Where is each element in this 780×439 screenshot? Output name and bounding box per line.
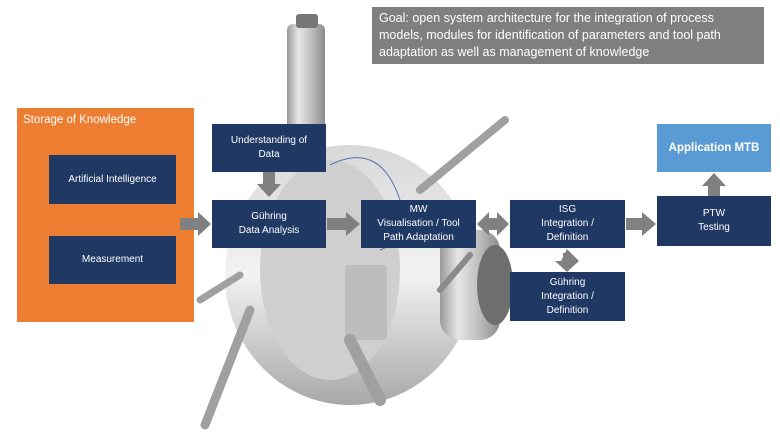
box-label: Measurement — [81, 254, 144, 265]
rod-left-middle — [196, 271, 244, 304]
box-label: Integration / — [541, 218, 594, 229]
rod-right — [437, 252, 473, 293]
goal-banner: Goal: open system architecture for the i… — [372, 7, 764, 64]
storage-of-knowledge-panel: Storage of Knowledge — [17, 108, 194, 322]
box-label: Data Analysis — [238, 225, 300, 236]
isg-integration-box: ISG Integration / Definition — [510, 200, 625, 248]
box-label: Testing — [698, 222, 730, 233]
mw-visualisation-box: MW Visualisation / Tool Path Adaptation — [361, 200, 476, 248]
guhring-integration-box: Gühring Integration / Definition — [510, 272, 625, 321]
rod-left-bottom — [200, 305, 255, 430]
right-opening-shape — [477, 245, 513, 325]
box-label: Understanding of — [230, 135, 308, 146]
arrow-right-icon — [180, 212, 211, 236]
arrow-right-icon — [626, 212, 656, 236]
goal-line: models, modules for identification of pa… — [379, 28, 721, 42]
box-label: Gühring — [251, 211, 287, 222]
rod-top-right — [416, 116, 509, 194]
goal-line: adaptation as well as management of know… — [379, 45, 650, 59]
box-label: Gühring — [549, 276, 586, 288]
box-label: Visualisation / Tool — [377, 218, 460, 229]
artificial-intelligence-box: Artificial Intelligence — [49, 155, 176, 204]
box-label: Definition — [546, 304, 589, 316]
arrow-up-icon — [702, 173, 726, 196]
box-label: Data — [258, 149, 280, 160]
box-label: MW — [409, 204, 428, 215]
box-label: Path Adaptation — [383, 232, 454, 243]
arrow-down-icon — [257, 172, 281, 197]
box-label: Application MTB — [668, 142, 760, 154]
measurement-box: Measurement — [49, 236, 176, 284]
arrow-double-vertical-stem — [563, 253, 571, 267]
spindle-cap-shape — [296, 14, 318, 28]
spiral-plate-shape — [345, 265, 387, 340]
understanding-of-data-box: Understanding of Data — [212, 124, 326, 172]
guhring-data-analysis-box: Gühring Data Analysis — [212, 200, 326, 248]
box-label: Integration / — [541, 290, 594, 302]
ptw-testing-box: PTW Testing — [657, 196, 771, 246]
box-label: PTW — [702, 208, 726, 219]
box-label: ISG — [558, 204, 577, 215]
box-label: Artificial Intelligence — [68, 173, 157, 185]
arrow-double-horizontal-icon — [477, 212, 509, 236]
spindle-shape — [287, 24, 325, 134]
arrow-right-icon — [327, 212, 360, 236]
application-mtb-box: Application MTB — [657, 124, 771, 172]
rod-bottom — [344, 334, 386, 406]
storage-title: Storage of Knowledge — [23, 114, 137, 126]
goal-line: Goal: open system architecture for the i… — [379, 11, 714, 25]
box-label: Definition — [546, 232, 589, 243]
